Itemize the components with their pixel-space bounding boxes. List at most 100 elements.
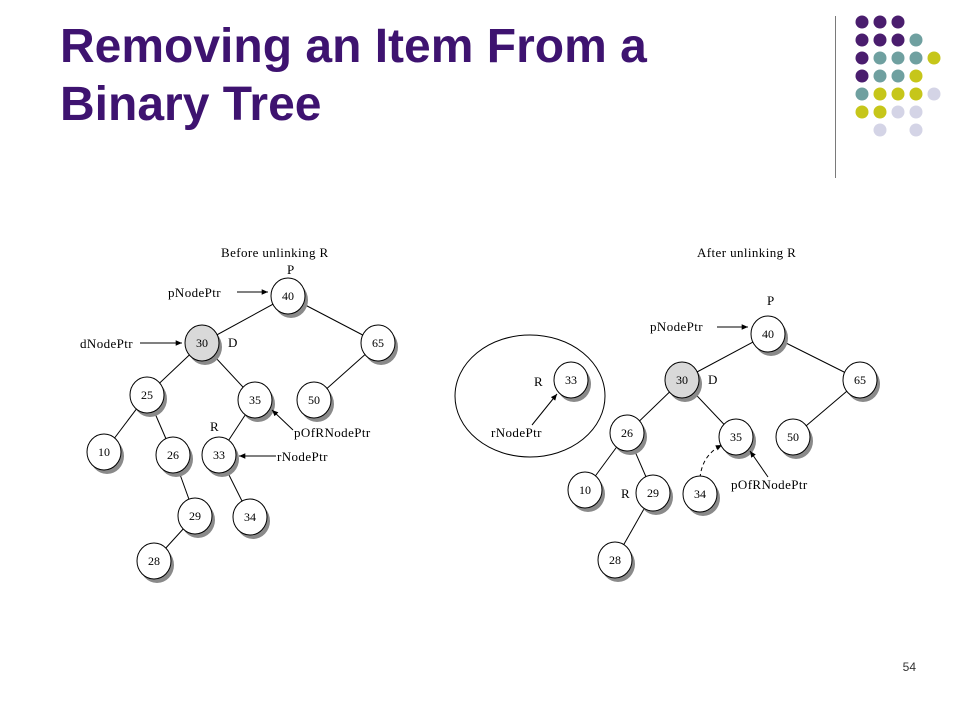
node-label: 34 — [244, 510, 256, 524]
before-tree-nodes: 40 30 65 25 35 50 10 26 33 29 34 28 — [86, 277, 398, 583]
decor-dot — [873, 51, 887, 65]
tree-node: 65 — [360, 324, 398, 365]
edge-35-34-dashed — [699, 444, 723, 479]
pointer-label-rnodeptr: rNodePtr — [491, 425, 542, 440]
tree-node: 50 — [775, 418, 813, 459]
node-label: 26 — [167, 448, 179, 462]
decor-dot — [891, 69, 905, 83]
node-label: 28 — [148, 554, 160, 568]
before-caption: Before unlinking R — [221, 245, 329, 260]
decor-dot — [927, 51, 941, 65]
detached-node-group: 33 R rNodePtr — [454, 334, 606, 458]
tree-node: 40 — [270, 277, 308, 318]
decor-dot — [909, 105, 923, 119]
decor-dot — [873, 87, 887, 101]
decor-dot — [855, 51, 869, 65]
pointer-arrow — [531, 393, 558, 426]
detached-node-enclosure — [454, 334, 606, 458]
pointer-label-pnodeptr: pNodePtr — [168, 285, 221, 300]
decor-dot — [909, 69, 923, 83]
node-label: 29 — [189, 509, 201, 523]
node-label: 33 — [213, 448, 225, 462]
node-tag-d: D — [708, 372, 718, 387]
tree-node-highlighted: 30 — [664, 361, 702, 402]
pointer-label-pofrnodeptr: pOfRNodePtr — [731, 477, 808, 492]
node-label: 65 — [854, 373, 866, 387]
pointer-arrow — [749, 450, 769, 478]
node-label: 33 — [565, 373, 577, 387]
slide-number: 54 — [902, 660, 916, 674]
decor-dot — [909, 87, 923, 101]
decor-dot — [855, 87, 869, 101]
decor-dot — [855, 33, 869, 47]
tree-node: 10 — [567, 471, 605, 512]
decor-dot — [891, 51, 905, 65]
tree-node: 25 — [129, 376, 167, 417]
decor-dot — [909, 123, 923, 137]
title-line-1: Removing an Item From a — [60, 20, 647, 73]
node-label: 50 — [308, 393, 320, 407]
node-label: 35 — [730, 430, 742, 444]
decor-dot — [909, 33, 923, 47]
node-tag-r: R — [534, 374, 543, 389]
node-label: 30 — [196, 336, 208, 350]
decor-dot — [909, 51, 923, 65]
tree-node: 35 — [718, 418, 756, 459]
decor-dot — [855, 105, 869, 119]
tree-node: 40 — [750, 315, 788, 356]
decor-dot — [873, 123, 887, 137]
node-tag-r: R — [621, 486, 630, 501]
decor-dot — [873, 15, 887, 29]
decor-dot — [891, 105, 905, 119]
tree-node: 50 — [296, 381, 334, 422]
tree-node: 33 — [201, 436, 239, 477]
node-label: 10 — [98, 445, 110, 459]
tree-node: 29 — [177, 497, 215, 538]
node-tag-d: D — [228, 335, 238, 350]
pointer-label-pofrnodeptr: pOfRNodePtr — [294, 425, 371, 440]
decor-dot — [927, 87, 941, 101]
title-line-2: Binary Tree — [60, 78, 322, 131]
title-divider — [835, 16, 836, 178]
node-label: 35 — [249, 393, 261, 407]
decor-dot — [891, 87, 905, 101]
before-panel: Before unlinking R 40 30 65 25 35 50 10 … — [80, 245, 398, 583]
tree-node: 28 — [597, 541, 635, 582]
node-label: 10 — [579, 483, 591, 497]
decor-dot — [855, 69, 869, 83]
node-label: 28 — [609, 553, 621, 567]
tree-node: 26 — [609, 414, 647, 455]
node-label: 65 — [372, 336, 384, 350]
decor-dot — [891, 33, 905, 47]
node-label: 40 — [762, 327, 774, 341]
decor-dot — [873, 33, 887, 47]
tree-node: 34 — [232, 498, 270, 539]
node-tag-p: P — [287, 262, 295, 277]
after-caption: After unlinking R — [697, 245, 796, 260]
node-label: 25 — [141, 388, 153, 402]
pointer-label-pnodeptr: pNodePtr — [650, 319, 703, 334]
node-tag-r: R — [210, 419, 219, 434]
tree-node: 29 — [635, 474, 673, 515]
tree-node-highlighted: 30 — [184, 324, 222, 365]
decor-dot — [873, 105, 887, 119]
decor-dot — [891, 15, 905, 29]
node-label: 26 — [621, 426, 633, 440]
decor-dot — [873, 69, 887, 83]
pointer-arrow — [271, 409, 294, 431]
after-panel: After unlinking R 33 R rNodePtr 40 30 65… — [454, 245, 880, 582]
node-tag-p: P — [767, 293, 775, 308]
tree-node: 10 — [86, 433, 124, 474]
tree-node-detached: 33 — [553, 361, 591, 402]
node-label: 50 — [787, 430, 799, 444]
node-label: 40 — [282, 289, 294, 303]
tree-node: 35 — [237, 381, 275, 422]
before-pointers: pNodePtr dNodePtr pOfRNodePtr rNodePtr — [80, 285, 371, 464]
tree-node: 34 — [682, 475, 720, 516]
after-pointers: pNodePtr pOfRNodePtr — [650, 319, 808, 492]
node-label: 30 — [676, 373, 688, 387]
after-tree-nodes: 40 30 65 26 35 50 10 29 34 28 — [567, 315, 880, 582]
